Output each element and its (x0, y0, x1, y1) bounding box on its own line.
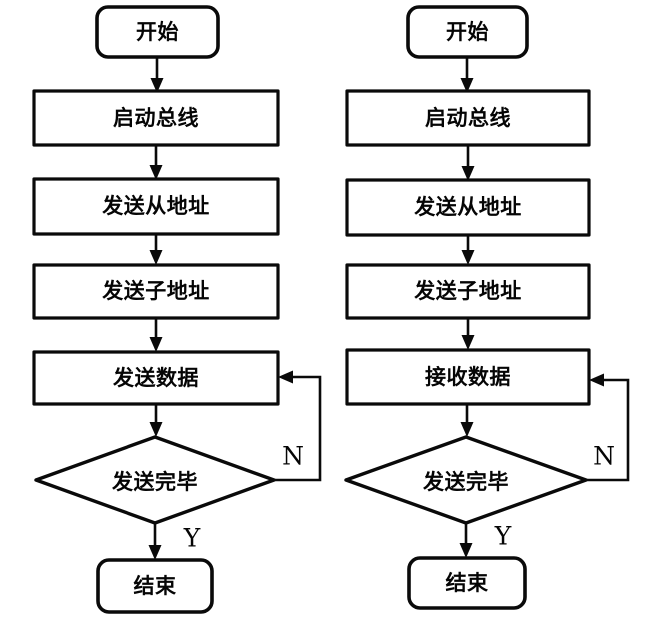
node-left-start-label: 开始 (136, 20, 179, 44)
node-left-send-data[interactable] (32, 350, 280, 406)
right-connectors (459, 57, 630, 558)
arrow-head-icon (460, 422, 474, 437)
edge-loop-back-no (586, 378, 630, 482)
arrow-head-icon (589, 373, 604, 387)
node-right-start-bus[interactable] (345, 89, 591, 147)
node-left-end-label: 结束 (134, 574, 177, 598)
arrow-head-icon (149, 165, 163, 180)
node-right-end[interactable] (407, 556, 527, 610)
right-branch-label-yes: Y (494, 522, 512, 551)
arrow-head-icon (149, 337, 163, 352)
left-flowchart: 开始 启动总线 发送从地址 发送子地址 发送数据 发送完毕 结束 N Y (32, 5, 322, 614)
node-right-send-sub-address[interactable] (345, 263, 591, 320)
arrow-head-icon (461, 166, 475, 181)
arrow-head-icon (278, 370, 293, 384)
node-right-check-label: 发送完毕 (422, 470, 509, 494)
arrow-head-icon (150, 78, 164, 93)
node-right-sub-label: 发送子地址 (413, 279, 522, 303)
node-left-bus-label: 启动总线 (113, 106, 199, 130)
node-right-slave-label: 发送从地址 (413, 195, 522, 219)
left-branch-label-no: N (282, 442, 304, 471)
node-right-send-complete-decision[interactable] (344, 435, 588, 525)
arrow-head-icon (459, 543, 473, 558)
node-left-start[interactable] (95, 5, 220, 59)
node-right-start[interactable] (406, 5, 529, 59)
node-right-data-label: 接收数据 (425, 365, 511, 389)
arrow-head-icon (461, 250, 475, 265)
node-right-bus-label: 启动总线 (425, 106, 511, 130)
arrow-head-icon (461, 335, 475, 350)
node-left-send-sub-address[interactable] (32, 263, 280, 320)
left-connectors (148, 57, 322, 560)
node-left-check-label: 发送完毕 (111, 470, 198, 494)
arrow-head-icon (149, 422, 163, 437)
edge-loop-back-no (274, 375, 322, 482)
node-right-send-slave-address[interactable] (345, 178, 591, 237)
node-right-start-label: 开始 (446, 20, 489, 44)
node-left-sub-label: 发送子地址 (101, 279, 210, 303)
left-branch-label-yes: Y (183, 524, 201, 553)
right-flowchart: 开始 启动总线 发送从地址 发送子地址 接收数据 发送完毕 结束 N Y (344, 5, 630, 610)
node-left-send-slave-address[interactable] (32, 177, 280, 236)
node-right-end-label: 结束 (446, 571, 489, 595)
node-left-send-complete-decision[interactable] (34, 435, 276, 525)
node-right-receive-data[interactable] (345, 348, 591, 406)
node-left-start-bus[interactable] (32, 89, 280, 147)
node-left-slave-label: 发送从地址 (101, 194, 210, 218)
arrow-head-icon (149, 250, 163, 265)
node-left-data-label: 发送数据 (112, 366, 199, 390)
node-left-end[interactable] (96, 558, 214, 614)
arrow-head-icon (460, 78, 474, 93)
arrow-head-icon (148, 545, 162, 560)
right-branch-label-no: N (593, 442, 615, 471)
